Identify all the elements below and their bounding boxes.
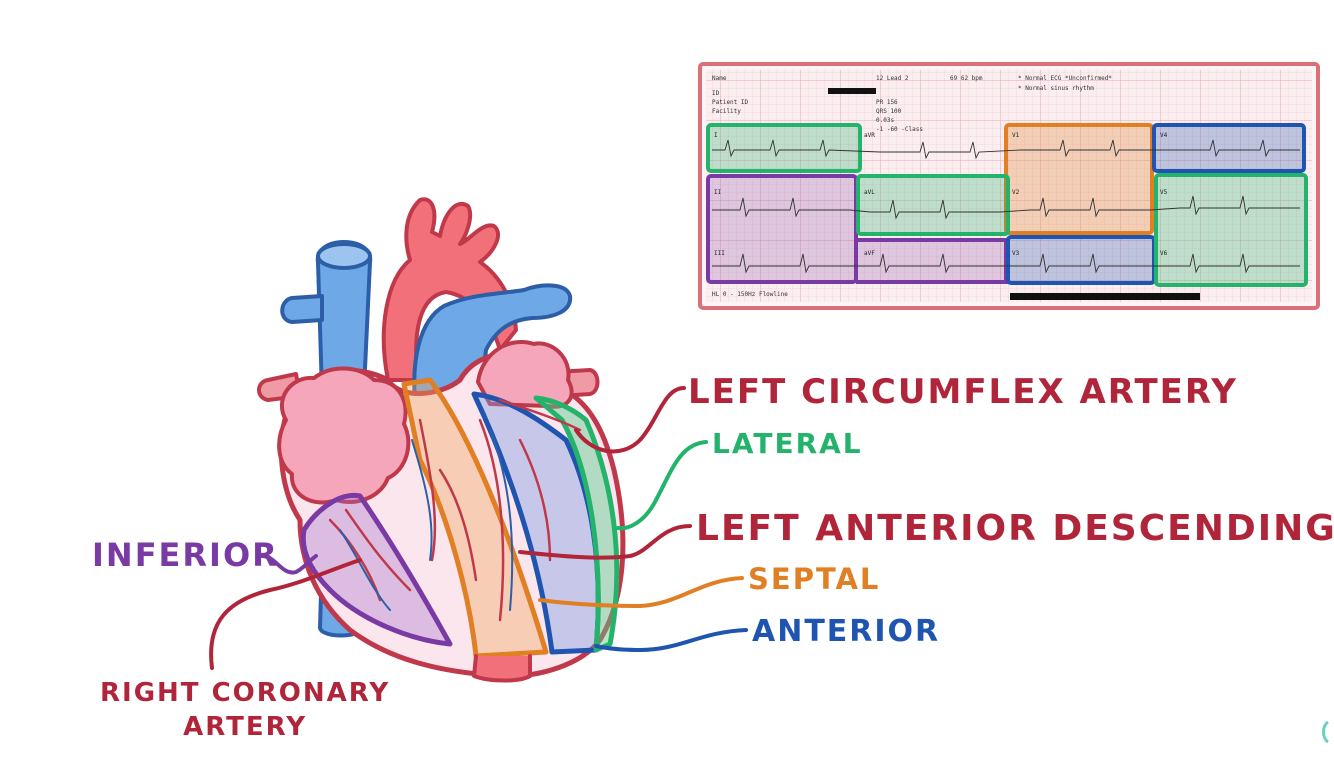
leader-inferior	[260, 554, 318, 575]
brand-logo-mark	[1322, 720, 1330, 744]
leader-rca	[209, 558, 362, 670]
redaction-bar-footer	[1010, 293, 1200, 300]
region-septal	[401, 377, 549, 659]
lead-label-v5: V5	[1160, 189, 1168, 196]
lead-label-ii: II	[714, 189, 722, 196]
lead-label-avf: aVF	[864, 250, 875, 257]
leader-lad	[518, 524, 692, 560]
label-septal: SEPTAL	[748, 562, 881, 596]
ecg-footer: HL 0 - 150Hz Flowline	[712, 291, 788, 298]
ecg-trace-row3	[712, 253, 1300, 274]
ecg-qt: 0.03s	[876, 117, 894, 124]
label-lateral: LATERAL	[712, 427, 863, 460]
ecg-trace-row2	[712, 195, 1300, 220]
ecg-region-inferior-bottom	[856, 238, 1008, 284]
leader-septal	[538, 576, 744, 609]
ecg-interpretation: * Normal ECG *Unconfirmed*	[1018, 75, 1112, 82]
region-lateral	[533, 395, 620, 653]
ecg-lead-regions	[706, 123, 1308, 287]
superior-vena-cava	[280, 240, 373, 394]
heart-illustration	[257, 197, 626, 683]
redaction-bar	[828, 88, 876, 94]
ecg-lead-info: 12 Lead 2	[876, 75, 909, 82]
ecg-region-anterior-v3	[1006, 235, 1156, 285]
ecg-patient-id: Patient ID	[712, 99, 749, 106]
label-right-coronary-line2: ARTERY	[183, 712, 308, 742]
label-inferior: INFERIOR	[92, 536, 279, 574]
ecg-facility: Facility	[712, 108, 741, 115]
label-anterior: ANTERIOR	[752, 614, 941, 649]
ecg-rhythm: * Normal sinus rhythm	[1018, 85, 1094, 92]
leader-lines	[209, 386, 748, 670]
lead-label-iii: III	[714, 250, 725, 257]
ecg-region-lateral-avl	[856, 174, 1010, 236]
ecg-region-septal	[1004, 123, 1154, 235]
label-right-coronary-artery: RIGHT CORONARY ARTERY	[100, 676, 390, 744]
lead-label-v4: V4	[1160, 132, 1168, 139]
ecg-rate: 69 62 bpm	[950, 75, 983, 82]
coronary-vessels	[328, 398, 582, 622]
leader-lateral	[616, 440, 708, 531]
ecg-traces	[712, 139, 1300, 274]
lead-label-i: I	[714, 132, 718, 139]
heart-apex-vessel	[472, 654, 532, 683]
lead-label-avr: aVR	[864, 132, 875, 139]
ecg-id: ID	[712, 90, 720, 97]
right-atrium	[277, 366, 411, 505]
label-left-circumflex-artery: LEFT CIRCUMFLEX ARTERY	[688, 372, 1238, 412]
lead-label-avl: aVL	[864, 189, 875, 196]
ecg-region-anterior-v4	[1152, 123, 1306, 173]
lead-label-v2: V2	[1012, 189, 1020, 196]
lead-label-v3: V3	[1012, 250, 1020, 257]
ecg-region-lateral-v5v6	[1154, 173, 1308, 287]
ecg-region-lateral-i	[706, 123, 862, 173]
lead-label-v1: V1	[1012, 132, 1020, 139]
ecg-pr: PR 156	[876, 99, 898, 106]
coronary-veins	[339, 429, 514, 611]
label-left-anterior-descending: LEFT ANTERIOR DESCENDING	[696, 508, 1334, 549]
ecg-lead-labels: I aVR V1 V4 II aVL V2 V5 III aVF V3 V6	[714, 132, 1168, 257]
ecg-trace-row1	[712, 139, 1300, 160]
ecg-header: Name ID Patient ID Facility 12 Lead 2 PR…	[712, 75, 1200, 300]
lead-label-v6: V6	[1160, 250, 1168, 257]
ecg-qrs: QRS 100	[876, 108, 902, 115]
leader-lcx	[574, 386, 686, 454]
ecg-axis: -1 -60 -Class	[876, 126, 923, 133]
label-right-coronary-line1: RIGHT CORONARY	[100, 678, 391, 708]
leader-anterior	[594, 628, 748, 653]
ecg-name: Name	[712, 75, 727, 82]
ecg-strip: Name ID Patient ID Facility 12 Lead 2 PR…	[698, 62, 1320, 310]
